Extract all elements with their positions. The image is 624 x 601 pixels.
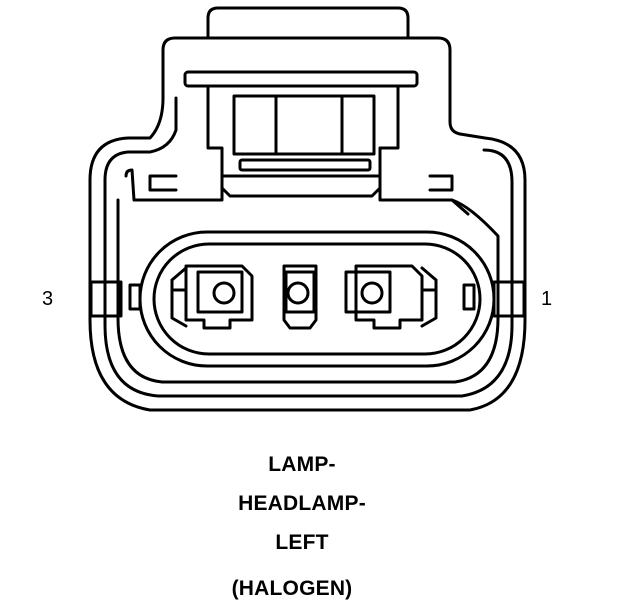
side-rib-left — [128, 283, 142, 311]
lock-step-right — [428, 174, 454, 192]
lock-arm-body — [206, 84, 400, 198]
lock-window — [232, 94, 376, 156]
latch-tab — [206, 6, 410, 40]
lock-bar — [238, 158, 372, 172]
housing-inner-contour-1 — [103, 96, 178, 182]
terminal-pin-1 — [344, 264, 438, 330]
lock-step-left — [148, 174, 178, 192]
housing-upper-outline — [161, 36, 462, 136]
side-rib-right — [462, 283, 476, 311]
caption-line-1: LAMP- — [268, 453, 336, 476]
pin-number-1-label: 1 — [541, 288, 553, 310]
caption-line-3: LEFT — [275, 531, 329, 554]
housing-inner-contour-2 — [103, 148, 514, 398]
caption-line-4: (HALOGEN) — [231, 577, 353, 600]
side-key-left — [89, 280, 123, 318]
lock-arm-rail — [183, 70, 419, 88]
pin-number-3-label: 3 — [42, 288, 54, 310]
caption-line-2: HEADLAMP- — [238, 492, 366, 515]
side-key-right — [492, 280, 526, 318]
housing-outer-shell — [88, 96, 527, 412]
terminal-pin-2 — [282, 264, 318, 330]
housing-inner-contour-3 — [116, 198, 500, 384]
cavity-inner — [152, 242, 482, 356]
inner-ledge — [124, 168, 470, 216]
terminal-pin-3 — [170, 264, 254, 330]
